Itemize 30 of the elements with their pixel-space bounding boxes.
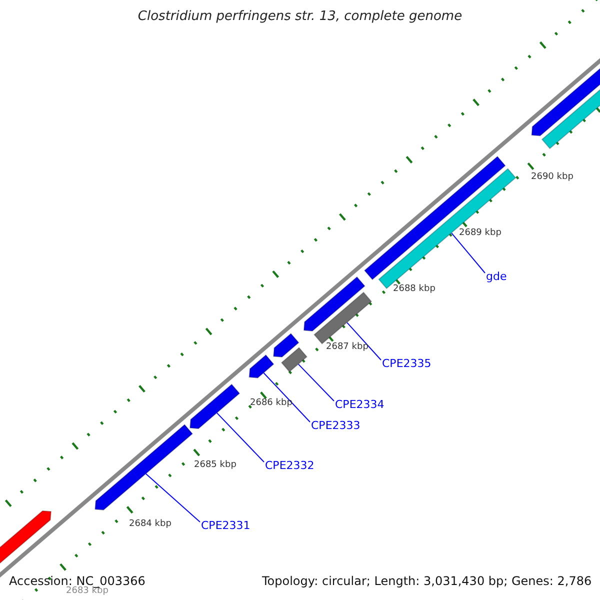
gene-label: CPE2333 <box>311 419 360 432</box>
scale-label: 2689 kbp <box>459 228 502 239</box>
scale-label: 2685 kbp <box>194 460 236 471</box>
leader-line <box>451 232 486 274</box>
leader-line <box>145 473 200 522</box>
scale-label: 2690 kbp <box>531 172 574 183</box>
scale-label: 2683 kbp <box>66 586 108 597</box>
gene-label: CPE2332 <box>265 459 314 472</box>
gene-label: gde <box>486 270 507 284</box>
gene-label: CPE2334 <box>335 398 384 412</box>
gene-feature <box>94 424 194 510</box>
leader-line <box>216 412 264 462</box>
gene-feature <box>280 346 308 372</box>
scale-label: 2686 kbp <box>250 398 292 409</box>
gene-feature <box>364 156 506 280</box>
gene-feature <box>303 276 366 332</box>
leader-line <box>346 322 382 360</box>
scale-label: 2684 kbp <box>129 519 172 530</box>
genome-summary: Topology: circular; Length: 3,031,430 bp; Genes: 2,786 <box>262 574 592 588</box>
gene-label: CPE2335 <box>382 357 432 370</box>
gene-feature <box>248 354 274 378</box>
gene-label: CPE2331 <box>201 519 250 532</box>
title: Clostridium perfringens str. 13, complete genome <box>136 9 464 25</box>
gene-feature <box>190 384 240 430</box>
leader-line <box>263 372 310 422</box>
accession-text: Accession: NC_003366 <box>9 574 146 588</box>
scale-label: 2688 kbp <box>393 284 436 295</box>
gene-feature <box>273 332 300 358</box>
leader-line <box>298 364 334 402</box>
scale-label: 2687 kbp <box>326 342 368 353</box>
